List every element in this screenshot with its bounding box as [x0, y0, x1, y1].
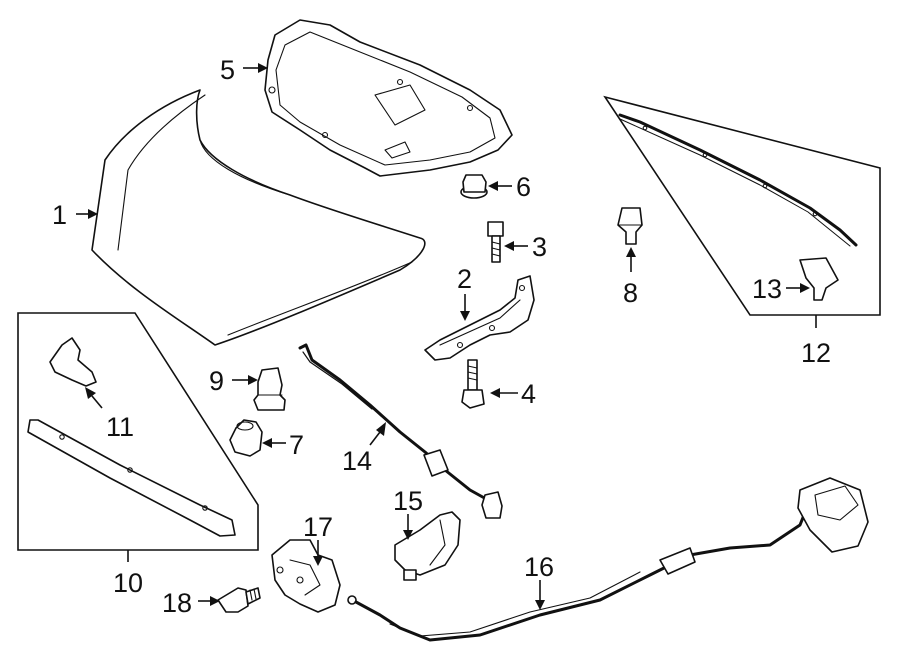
part-bolt-18 [217, 587, 261, 613]
part-bolt-4 [461, 359, 485, 409]
callout-17: 17 [303, 512, 333, 542]
callout-6: 6 [516, 172, 531, 202]
part-bumper-9 [253, 367, 286, 411]
callout-2: 2 [457, 264, 472, 294]
part-hood-insulator [264, 19, 513, 177]
part-hinge [424, 275, 535, 361]
part-safety-catch [394, 511, 461, 581]
leader-lines [76, 63, 817, 610]
callout-1: 1 [52, 200, 67, 230]
callout-14: 14 [342, 446, 372, 476]
part-hood [91, 89, 426, 346]
part-clip-13 [799, 257, 839, 301]
callout-10: 10 [113, 568, 143, 598]
part-latch [271, 539, 341, 613]
callout-9: 9 [209, 366, 224, 396]
part-clip-11 [49, 337, 97, 387]
part-bumper-6 [460, 174, 488, 199]
callout-11: 11 [106, 412, 134, 442]
part-prop-rod [298, 343, 503, 519]
callout-12: 12 [801, 338, 831, 368]
part-seal-10 [27, 419, 236, 537]
callout-13: 13 [752, 274, 782, 304]
part-bolt-3 [487, 221, 504, 263]
part-bumper-7 [229, 419, 263, 457]
callout-16: 16 [524, 552, 554, 582]
callout-3: 3 [532, 232, 547, 262]
callout-15: 15 [393, 486, 423, 516]
callout-7: 7 [289, 430, 304, 460]
callout-18: 18 [162, 588, 192, 618]
callout-4: 4 [521, 379, 536, 409]
part-bumper-8 [617, 207, 643, 245]
inset-panel-10 [17, 312, 259, 551]
callout-8: 8 [623, 278, 638, 308]
part-release-cable [347, 477, 869, 642]
callout-labels: 1 5 6 3 2 4 8 13 12 9 7 11 10 14 15 17 1… [52, 55, 831, 618]
inset-panel-12 [603, 95, 881, 316]
callout-5: 5 [220, 55, 235, 85]
